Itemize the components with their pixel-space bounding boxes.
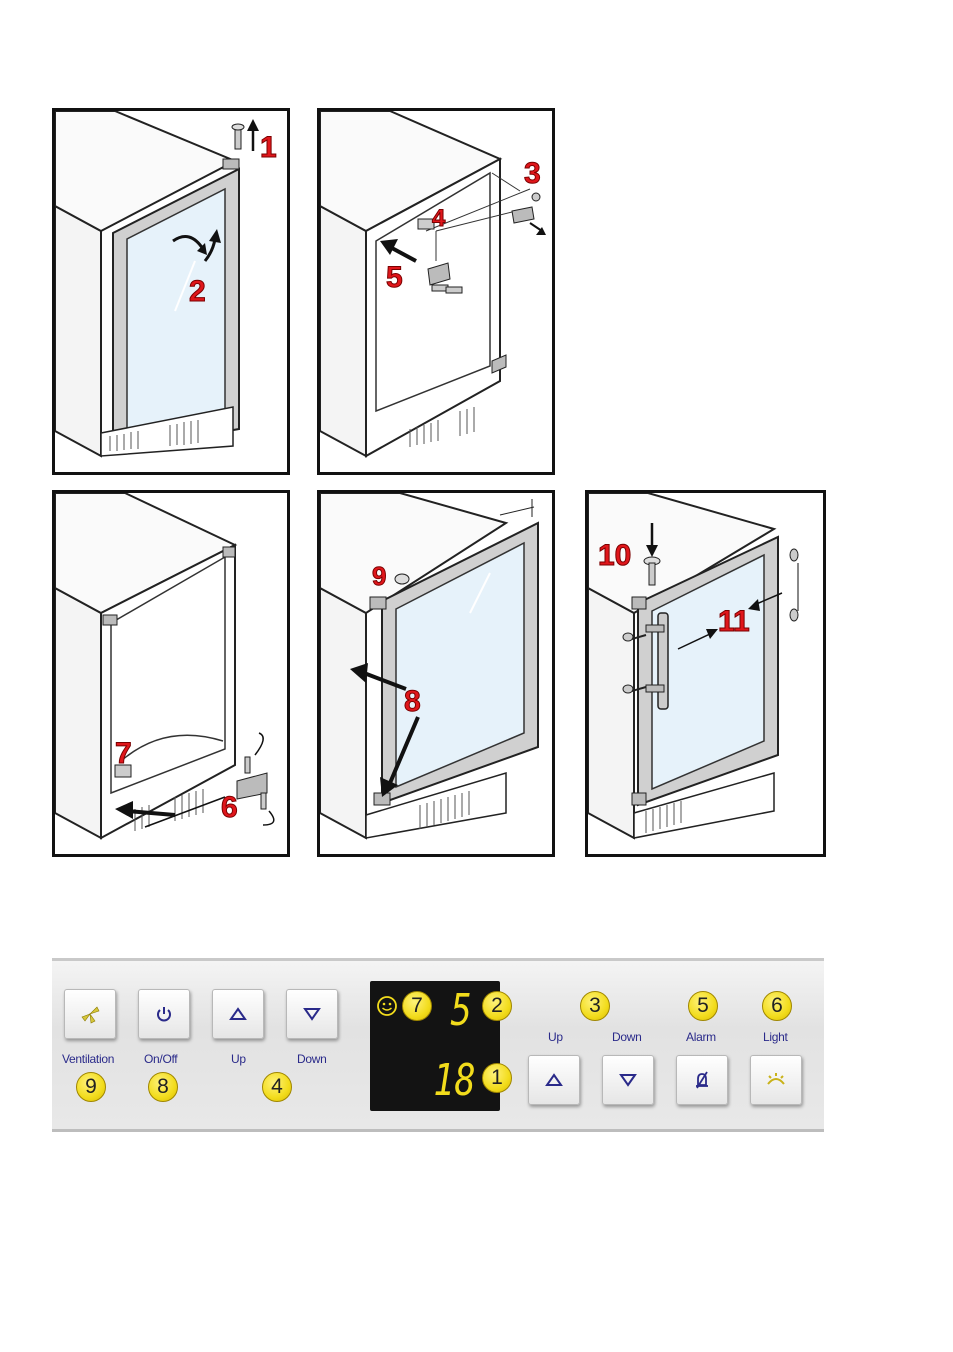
fan-icon	[79, 1003, 101, 1025]
step-number: 11	[718, 607, 750, 637]
instruction-panel-4: 9 8	[317, 490, 555, 857]
alarm-mute-icon	[692, 1070, 712, 1090]
light-label: Light	[763, 1030, 788, 1044]
up-label-right: Up	[548, 1030, 563, 1044]
step-number: 1	[260, 133, 277, 163]
fridge-reattach-door-drawing	[320, 493, 552, 854]
up-button-right[interactable]	[528, 1055, 580, 1105]
down-arrow-icon	[619, 1073, 637, 1087]
up-label-left: Up	[231, 1052, 246, 1066]
step-number: 10	[598, 541, 631, 571]
display-bottom-value: 18	[433, 1059, 475, 1103]
up-arrow-icon	[545, 1073, 563, 1087]
down-arrow-icon	[303, 1007, 321, 1021]
callout-badge: 3	[580, 991, 610, 1021]
callout-badge: 7	[402, 991, 432, 1021]
control-panel: Ventilation 9 On/Off 8 Up Down 4 7 5 2 1…	[52, 958, 824, 1132]
instruction-panel-5: 10 11	[585, 490, 826, 857]
fridge-move-bottom-hinge-drawing	[55, 493, 287, 854]
down-button-right[interactable]	[602, 1055, 654, 1105]
fridge-move-hinges-drawing	[320, 111, 552, 472]
callout-badge: 2	[482, 991, 512, 1021]
temperature-display: 7 5 2 18 1	[370, 981, 500, 1111]
callout-badge: 4	[262, 1072, 292, 1102]
callout-badge: 6	[762, 991, 792, 1021]
step-number: 6	[221, 793, 238, 823]
smiley-icon	[376, 995, 398, 1017]
step-number: 4	[432, 207, 445, 231]
down-button-left[interactable]	[286, 989, 338, 1039]
power-icon	[154, 1004, 174, 1024]
alarm-label: Alarm	[686, 1030, 716, 1044]
display-top-value: 5	[451, 989, 472, 1033]
step-number: 2	[189, 277, 206, 307]
on-off-button[interactable]	[138, 989, 190, 1039]
up-arrow-icon	[229, 1007, 247, 1021]
callout-badge: 1	[482, 1063, 512, 1093]
callout-badge: 9	[76, 1072, 106, 1102]
down-label-right: Down	[612, 1030, 641, 1044]
fridge-remove-top-hinge-drawing	[55, 111, 287, 472]
ventilation-label: Ventilation	[62, 1052, 114, 1066]
instruction-panel-1: 1 2	[52, 108, 290, 475]
step-number: 9	[372, 563, 386, 589]
instruction-panel-2: 3 4 5	[317, 108, 555, 475]
on-off-label: On/Off	[144, 1052, 177, 1066]
callout-badge: 8	[148, 1072, 178, 1102]
step-number: 7	[115, 739, 132, 769]
step-number: 5	[386, 263, 403, 293]
alarm-button[interactable]	[676, 1055, 728, 1105]
up-button-left[interactable]	[212, 989, 264, 1039]
instruction-panel-3: 7 6	[52, 490, 290, 857]
callout-badge: 5	[688, 991, 718, 1021]
ventilation-button[interactable]	[64, 989, 116, 1039]
down-label-left: Down	[297, 1052, 326, 1066]
step-number: 8	[404, 687, 421, 717]
light-icon	[764, 1071, 788, 1089]
step-number: 3	[524, 159, 541, 189]
light-button[interactable]	[750, 1055, 802, 1105]
